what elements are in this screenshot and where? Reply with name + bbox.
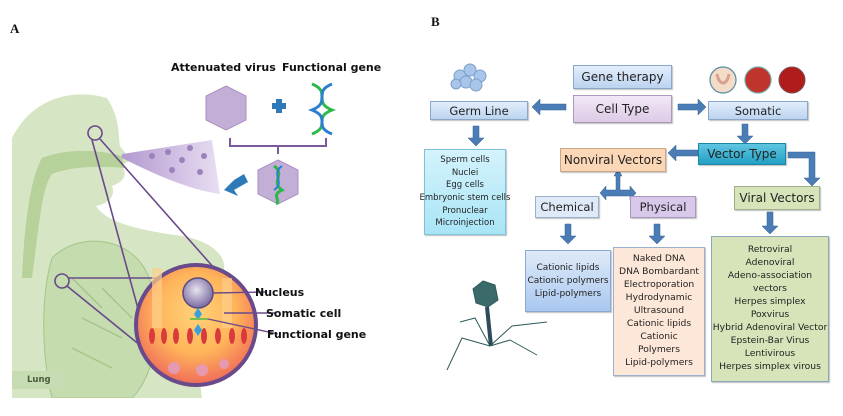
somatic-cell-label: Somatic cell <box>266 307 342 320</box>
nucleus-label: Nucleus <box>255 286 305 299</box>
list-item: Cationic polymers <box>527 275 609 286</box>
arrow-somatic-down <box>736 123 754 145</box>
list-item: Adenoviral <box>745 257 795 269</box>
list-item: Lentivirous <box>744 347 796 359</box>
panel-a-illustration <box>12 78 386 398</box>
callout-lines <box>207 291 279 335</box>
list-item: Lipid-polymers <box>625 356 693 368</box>
germ-line-node: Germ Line <box>430 101 528 120</box>
viral-vectors-node: Viral Vectors <box>734 186 820 210</box>
dna-helix-icon <box>307 82 337 136</box>
recombinant-virus-graphic <box>257 159 299 206</box>
list-item: Pronuclear <box>442 205 488 216</box>
list-item: Herpes simplex <box>734 296 806 308</box>
list-item: Adeno-association <box>727 270 813 282</box>
attenuated-virus-graphic <box>205 85 247 131</box>
list-item: Retroviral <box>747 244 793 256</box>
arrow-chemical-down <box>559 223 577 245</box>
list-item: Hybrid Adenoviral Vector <box>712 321 828 333</box>
somatic-cells-icon <box>709 66 806 94</box>
gene-therapy-node: Gene therapy <box>573 65 672 89</box>
list-item: DNA Bombardant <box>619 266 699 278</box>
aerosol-spray <box>122 140 220 194</box>
list-item: Cationic <box>640 330 678 342</box>
list-item: Poxvirus <box>750 309 790 320</box>
chemical-list: Cationic lipids Cationic polymers Lipid-… <box>525 250 611 312</box>
list-item: Herpes simplex virous <box>719 360 821 372</box>
cell-type-node: Cell Type <box>573 95 672 123</box>
germ-cells-icon <box>450 63 487 92</box>
arrow-viral-down <box>761 211 779 235</box>
physical-list: Naked DNA DNA Bombardant Electroporation… <box>613 247 705 376</box>
lung-label: Lung <box>27 375 51 385</box>
list-item: Embryonic stem cells <box>419 193 511 203</box>
viral-list: Retroviral Adenoviral Adeno-association … <box>711 236 829 382</box>
attenuated-virus-label: Attenuated virus <box>171 61 276 74</box>
arrow-germ-down <box>467 125 485 147</box>
vector-type-node: Vector Type <box>698 143 786 165</box>
arrow-left-icon <box>224 174 248 196</box>
list-item: vectors <box>753 283 787 295</box>
list-item: Ultrasound <box>633 305 685 317</box>
arrow-physical-down <box>648 223 666 245</box>
panel-b-label: B <box>431 14 440 29</box>
chemical-node: Chemical <box>535 196 599 218</box>
arrow-to-nonviral <box>667 144 699 162</box>
list-item: Lipid-polymers <box>534 288 602 299</box>
panel-a-label: A <box>10 21 20 36</box>
list-item: Egg cells <box>446 180 484 191</box>
list-item: Hydrodynamic <box>625 292 693 304</box>
list-item: Electroporation <box>623 279 695 291</box>
list-item: Nuclei <box>451 167 479 178</box>
list-item: Cationic lipids <box>536 262 600 273</box>
arrow-to-viral <box>787 151 821 187</box>
germ-line-list: Sperm cells Nuclei Egg cells Embryonic s… <box>420 149 510 235</box>
cell-zoom-circle <box>134 263 258 387</box>
bracket <box>229 138 327 154</box>
physical-node: Physical <box>630 196 696 218</box>
list-item: Epstein-Bar Virus <box>730 334 810 346</box>
list-item: Sperm cells <box>440 155 490 166</box>
arrow-to-somatic <box>677 98 707 116</box>
arrow-to-germ-line <box>531 98 567 116</box>
plus-icon <box>272 99 286 113</box>
anatomy-illustration <box>12 82 337 398</box>
spray-particles <box>149 145 207 175</box>
list-item: Microinjection <box>435 218 495 229</box>
functional-gene-callout-label: Functional gene <box>267 328 367 341</box>
nonviral-vectors-node: Nonviral Vectors <box>560 148 666 172</box>
list-item: Polymers <box>638 343 680 355</box>
list-item: Naked DNA <box>632 253 686 265</box>
list-item: Cationic lipids <box>626 317 692 329</box>
somatic-node: Somatic <box>708 101 808 120</box>
functional-gene-label: Functional gene <box>282 61 382 74</box>
